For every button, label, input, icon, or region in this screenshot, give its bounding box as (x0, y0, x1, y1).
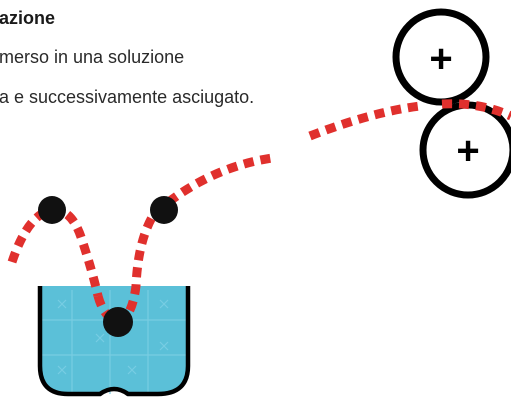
path-segment-exit (116, 153, 273, 327)
description-line-1: merso in una soluzione (0, 47, 185, 67)
roller-bottom-sign: + (456, 129, 479, 173)
path-segment-to-rollers (308, 101, 421, 141)
path-segment-after-rollers (441, 99, 511, 121)
roller-bottom: + (419, 101, 511, 199)
section-title: azione (0, 8, 56, 28)
roller-top-sign: + (429, 37, 452, 81)
path-segment-entry (7, 205, 103, 298)
bath-liquid (40, 286, 188, 394)
description-line-2: a e successivamente asciugato. (0, 87, 255, 107)
bath-container (37, 286, 191, 397)
particle-entry (38, 196, 66, 224)
bath-outline (37, 286, 191, 397)
particle-exit (150, 196, 178, 224)
roller-top: + (392, 8, 490, 106)
particle-in-bath (103, 307, 133, 337)
